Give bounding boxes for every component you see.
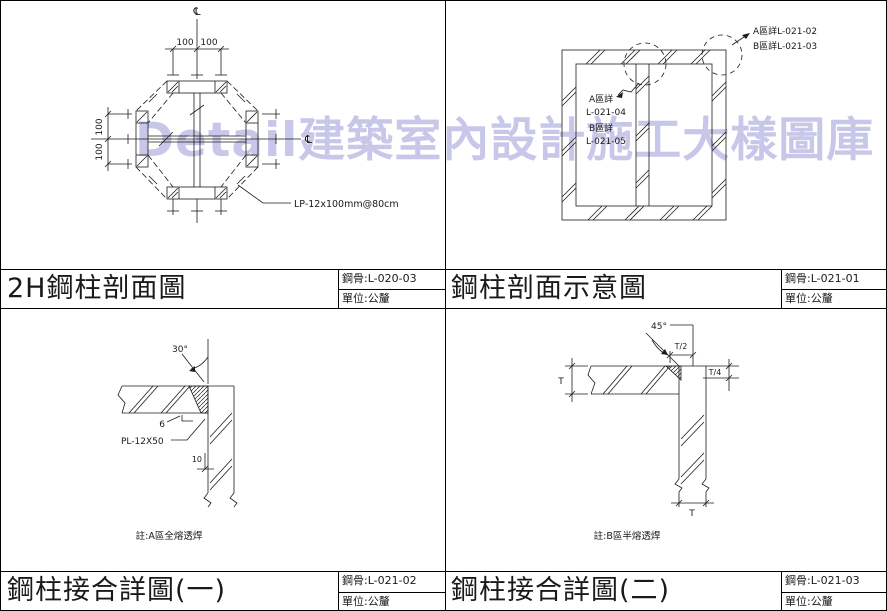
titleblock-info-top-right: 鋼骨:L-021-01 單位:公釐 <box>781 270 886 308</box>
unit-label-bottom-right: 單位:公釐 <box>785 594 833 608</box>
note-partial-penetration-weld: 註:B區半熔透焊 <box>594 530 661 542</box>
dim-t-bottom-label: T <box>688 509 695 519</box>
drawing-number-top-right: 鋼骨:L-021-01 <box>782 270 886 290</box>
weld-bevel-hatch <box>188 385 209 414</box>
weld-bevel-hatch <box>664 365 682 381</box>
dim-100-left-upper: 100 <box>95 118 105 135</box>
panel-title-top-right: 鋼柱剖面示意圖 <box>451 273 647 304</box>
dim-t-quarter-label: T/4 <box>708 368 722 377</box>
angle-arrowhead <box>661 349 668 355</box>
angle-45-label: 45° <box>651 322 667 332</box>
dim-t-left-label: T <box>557 377 564 387</box>
callout-a-ref: L-021-04 <box>586 108 626 118</box>
leader-arrowhead-inner <box>616 92 623 98</box>
dim-10-label: 10 <box>192 455 202 464</box>
drawing-number-bottom-right: 鋼骨:L-021-03 <box>782 572 886 593</box>
schematic-geometry <box>561 34 748 221</box>
joint2-geometry <box>565 324 739 507</box>
pl-plate-label: PL-12X50 <box>121 437 164 447</box>
lp-plate-label: LP-12x100mm@80cm <box>294 199 399 210</box>
leader-arrowhead-corner <box>742 33 750 39</box>
titleblock-info-top-left: 鋼骨:L-020-03 單位:公釐 <box>338 270 445 308</box>
section-geometry <box>91 19 301 223</box>
joint-detail-1-drawing: 30° 6 PL-12X50 10 註:A區全熔透焊 <box>117 339 238 542</box>
dim-100-left-lower: 100 <box>95 143 105 160</box>
joint1-geometry <box>117 339 238 508</box>
centerline-symbol-top: ℄ <box>192 5 200 18</box>
corner-callout-ref-b: B區詳L-021-03 <box>753 40 817 52</box>
titleblock-bottom-left: 鋼柱接合詳圖(一) 鋼骨:L-021-02 單位:公釐 <box>1 571 445 610</box>
callout-a-label: A區詳 <box>589 93 613 105</box>
note-full-penetration-weld: 註:A區全熔透焊 <box>136 530 203 542</box>
titleblock-top-right: 鋼柱剖面示意圖 鋼骨:L-021-01 單位:公釐 <box>445 269 886 309</box>
joint-detail-2-drawing: 45° T/2 T/4 T T 註:B區半熔透焊 <box>557 322 739 542</box>
titleblock-bottom-right: 鋼柱接合詳圖(二) 鋼骨:L-021-03 單位:公釐 <box>445 571 886 610</box>
dim-100-top-left: 100 <box>176 38 193 48</box>
titleblock-info-bottom-right: 鋼骨:L-021-03 單位:公釐 <box>781 572 886 610</box>
panel-title-top-left: 2H鋼柱剖面圖 <box>7 273 187 304</box>
centerline-symbol-right: ℄ <box>304 133 312 146</box>
angle-30-label: 30° <box>172 345 188 355</box>
drawing-number-top-left: 鋼骨:L-020-03 <box>339 270 445 290</box>
unit-label-top-left: 單位:公釐 <box>342 291 390 305</box>
unit-label-bottom-left: 單位:公釐 <box>342 594 390 608</box>
dim-t-half-label: T/2 <box>674 342 688 351</box>
panel-title-bottom-left: 鋼柱接合詳圖(一) <box>7 575 227 606</box>
angle-arrowhead <box>189 366 195 372</box>
panel-divider-vertical <box>445 1 446 610</box>
dim-100-top-right: 100 <box>200 38 217 48</box>
titleblock-info-bottom-left: 鋼骨:L-021-02 單位:公釐 <box>338 572 445 610</box>
drawing-number-bottom-left: 鋼骨:L-021-02 <box>339 572 445 593</box>
titleblock-top-left: 2H鋼柱剖面圖 鋼骨:L-020-03 單位:公釐 <box>1 269 445 309</box>
weld-size-6-label: 6 <box>159 420 165 430</box>
schematic-drawing-box-column: A區詳 L-021-04 B區詳 L-021-05 A區詳L-021-02 B區… <box>561 25 817 221</box>
callout-b-ref: L-021-05 <box>586 137 626 147</box>
callout-circle-inner <box>623 42 667 86</box>
callout-b-label: B區詳 <box>589 122 613 134</box>
callout-circle-corner <box>701 34 743 76</box>
panel-title-bottom-right: 鋼柱接合詳圖(二) <box>451 575 671 606</box>
corner-callout-ref-a: A區詳L-021-02 <box>753 25 817 37</box>
section-drawing-2h-column: ℄ ℄ 100 100 100 100 LP-12x100mm@80cm <box>91 5 399 223</box>
unit-label-top-right: 單位:公釐 <box>785 291 833 305</box>
